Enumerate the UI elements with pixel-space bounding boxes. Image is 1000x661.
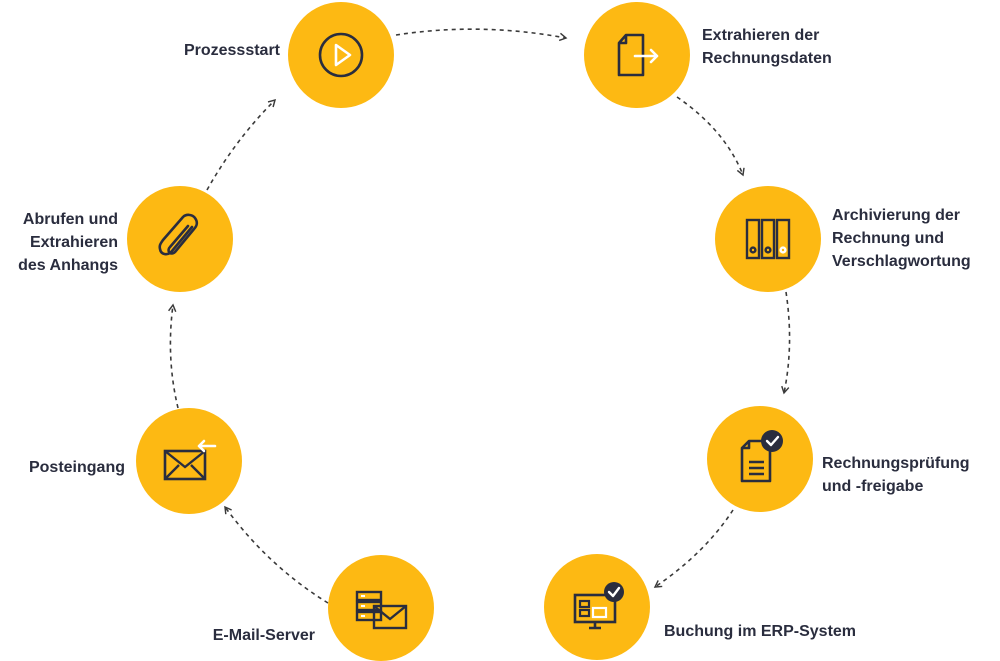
connector-check-to-erp	[653, 509, 734, 588]
step-buchung	[544, 554, 650, 660]
connector-attachment-to-start	[206, 98, 277, 191]
connector-archive-to-check	[781, 291, 791, 395]
connector-extract-to-archive	[676, 96, 745, 177]
step-archivierung	[715, 186, 821, 292]
label-email-server: E-Mail-Server	[212, 627, 315, 644]
document-export-icon	[617, 33, 659, 77]
label-archivierung: Archivierung der Rechnung und Verschlagw…	[832, 207, 971, 270]
step-extrahieren	[584, 2, 690, 108]
connector-mailserver-to-inbox	[224, 505, 329, 604]
label-posteingang: Posteingang	[28, 459, 125, 476]
label-anhang: Abrufen und Extrahieren des Anhangs	[18, 211, 118, 274]
step-email-server	[328, 555, 434, 661]
label-buchung: Buchung im ERP-System	[664, 623, 857, 640]
play-icon	[318, 32, 364, 78]
erp-monitor-icon	[573, 582, 624, 630]
inbox-envelope-icon	[163, 439, 217, 481]
document-check-icon	[740, 430, 783, 483]
step-prozessstart	[288, 2, 394, 108]
step-posteingang	[136, 408, 242, 514]
paperclip-icon	[158, 213, 199, 256]
connector-inbox-to-attachment	[168, 303, 179, 409]
connector-start-to-extract	[395, 28, 568, 42]
binders-icon	[745, 218, 791, 260]
mail-server-icon	[355, 590, 408, 630]
step-pruefung	[707, 406, 813, 512]
label-extrahieren: Extrahieren der Rechnungsdaten	[702, 27, 832, 67]
step-anhang	[127, 186, 233, 292]
label-pruefung: Rechnungsprüfung und -freigabe	[822, 455, 970, 495]
label-prozessstart: Prozessstart	[183, 42, 280, 59]
